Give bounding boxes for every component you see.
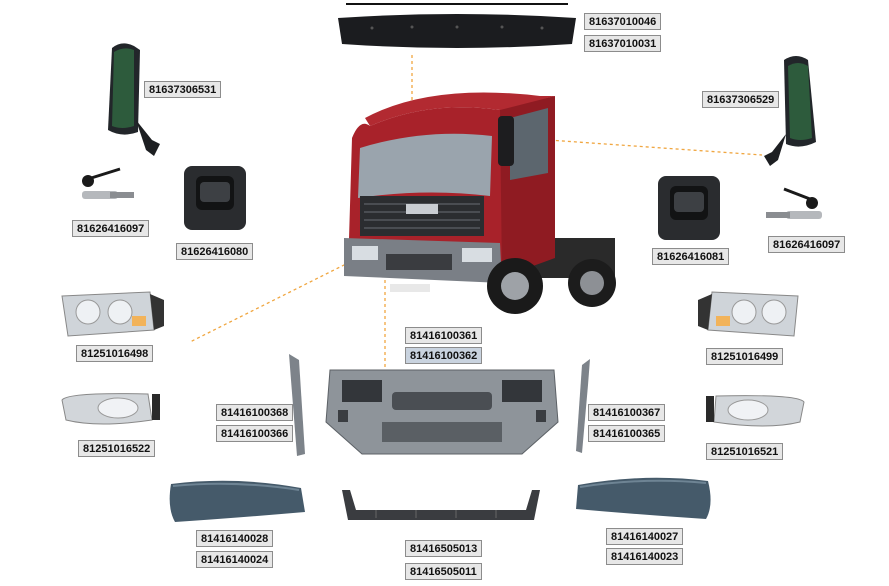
- part-number-corner-left-b: 81416140024: [196, 551, 274, 568]
- bumper-corner-left: [165, 478, 310, 526]
- part-number-handle-right: 81626416081: [652, 248, 730, 265]
- truck-cab-image: [330, 78, 620, 323]
- part-number-corner-right-b: 81416140023: [606, 548, 684, 565]
- part-number-headlamp-right: 81251016499: [706, 348, 784, 365]
- part-number-lock-right: 81626416097: [768, 236, 846, 253]
- corner-icon: [169, 480, 305, 522]
- headlamp-left: [58, 290, 168, 340]
- part-number-sunvisor-b: 81637010031: [584, 35, 662, 52]
- part-number-handle-left: 81626416080: [176, 243, 254, 260]
- truck-icon: [344, 92, 616, 314]
- bumper-spoiler: [336, 484, 546, 532]
- key-lock-icon: [82, 167, 134, 199]
- sun-visor: [332, 0, 582, 55]
- part-number-corner-left-a: 81416140028: [196, 530, 274, 547]
- sun-visor-icon: [338, 3, 576, 48]
- door-handle-right: [656, 172, 722, 244]
- corner-icon: [576, 477, 711, 519]
- headlamp-icon: [698, 291, 799, 337]
- part-number-mirror-left: 81637306531: [144, 81, 222, 98]
- handle-icon: [658, 176, 720, 240]
- door-lock-left: [70, 165, 140, 210]
- bracket-icon: [289, 354, 305, 456]
- foglamp-right: [702, 392, 808, 432]
- part-number-bracket-left-a: 81416100368: [216, 404, 294, 421]
- headlamp-right: [694, 290, 804, 340]
- mirror-left: [100, 40, 165, 160]
- foglamp-icon: [61, 393, 160, 425]
- part-number-lock-left: 81626416097: [72, 220, 150, 237]
- mirror-icon: [108, 43, 160, 156]
- part-number-bracket-left-b: 81416100366: [216, 425, 294, 442]
- bumper-corner-right: [570, 475, 715, 523]
- bumper-bracket-left: [283, 350, 313, 460]
- door-handle-left: [182, 162, 248, 234]
- handle-icon: [184, 166, 246, 230]
- mirror-icon: [764, 56, 816, 166]
- part-number-bracket-right-b: 81416100365: [588, 425, 666, 442]
- part-number-headlamp-left: 81251016498: [76, 345, 154, 362]
- part-number-sunvisor-a: 81637010046: [584, 13, 662, 30]
- part-number-bumper-b: 81416100362: [405, 347, 483, 364]
- key-lock-icon: [766, 187, 822, 219]
- part-number-spoiler-b: 81416505011: [405, 563, 482, 580]
- part-number-bracket-right-a: 81416100367: [588, 404, 666, 421]
- bracket-icon: [576, 359, 590, 453]
- mirror-right: [760, 52, 825, 172]
- part-number-corner-right-a: 81416140027: [606, 528, 684, 545]
- bumper-bracket-right: [568, 355, 598, 455]
- headlamp-icon: [61, 291, 164, 337]
- part-number-mirror-right: 81637306529: [702, 91, 780, 108]
- part-number-bumper-a: 81416100361: [405, 327, 483, 344]
- part-number-spoiler-a: 81416505013: [405, 540, 483, 557]
- spoiler-icon: [342, 490, 540, 520]
- door-lock-right: [762, 185, 832, 230]
- part-number-foglamp-right: 81251016521: [706, 443, 784, 460]
- foglamp-left: [58, 390, 164, 430]
- foglamp-icon: [706, 395, 805, 427]
- bumper-icon: [325, 369, 559, 455]
- front-bumper: [322, 362, 562, 462]
- part-number-foglamp-left: 81251016522: [78, 440, 156, 457]
